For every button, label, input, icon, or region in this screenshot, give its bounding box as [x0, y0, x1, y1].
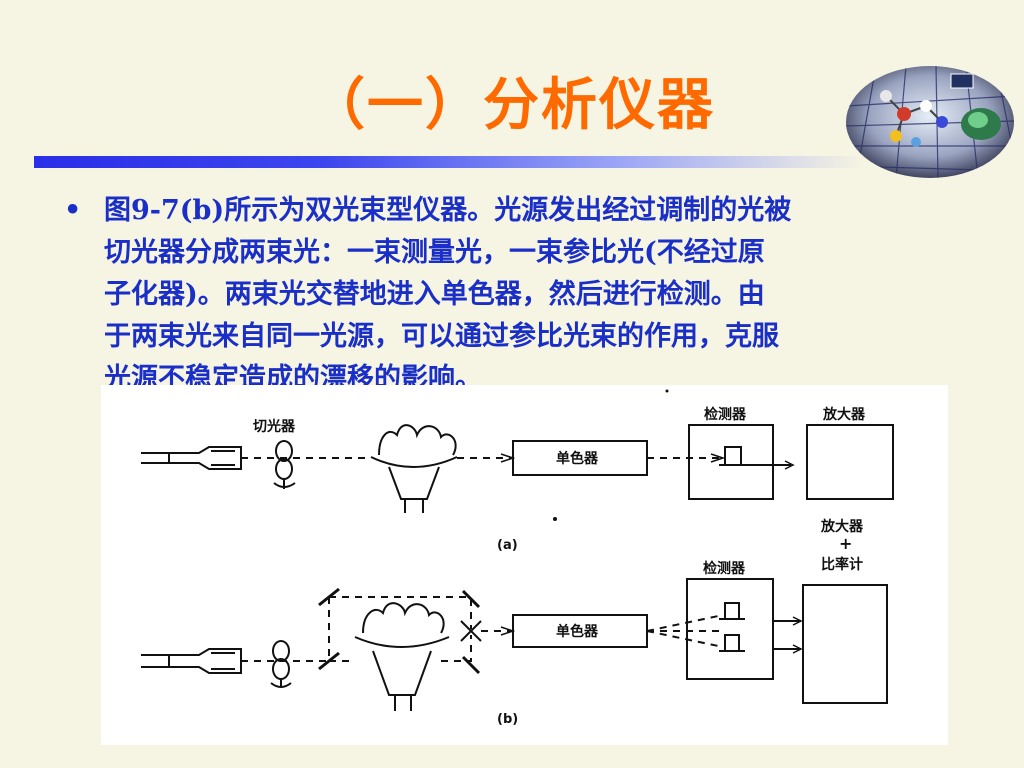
bullet-paragraph: • 图9-7(b)所示为双光束型仪器。光源发出经过调制的光被 切光器分成两束光：… — [64, 190, 964, 400]
chopper-a — [273, 440, 296, 489]
chopper-b — [270, 640, 292, 688]
amplifier-a-label: 放大器 — [822, 406, 866, 423]
bullet-line: 于两束光来自同一光源，可以通过参比光束的作用，克服 — [104, 321, 779, 352]
bullet-marker: • — [64, 195, 82, 226]
plus-sign: + — [839, 534, 852, 553]
chopper-label: 切光器 — [253, 418, 296, 435]
amplifier-b-label: 放大器 — [820, 518, 864, 535]
instrument-diagram: 切光器 单色器 检测器 放大器 (a) 放大器 + 比率计 检测器 单色器 (b… — [141, 389, 894, 727]
amplifier-a-box — [806, 424, 894, 500]
lamp-b — [141, 648, 242, 674]
flame-atomizer-a — [370, 424, 458, 513]
stray-dot — [665, 389, 669, 393]
amplifier-ratio-box — [802, 584, 888, 704]
mirror-4 — [461, 655, 481, 675]
monochromator-a-label: 单色器 — [556, 450, 599, 467]
bullet-line: 图9-7(b)所示为双光束型仪器。光源发出经过调制的光被 — [104, 195, 792, 226]
bullet-line: 切光器分成两束光：一束测量光，一束参比光(不经过原 — [104, 237, 765, 268]
instrument-diagram-figure: 切光器 单色器 检测器 放大器 (a) 放大器 + 比率计 检测器 单色器 (b… — [101, 385, 948, 745]
bullet-text: 图9-7(b)所示为双光束型仪器。光源发出经过调制的光被 切光器分成两束光：一束… — [104, 190, 964, 400]
stray-dot — [553, 517, 557, 521]
molecule-grid-image — [846, 66, 1014, 178]
ratio-meter-label: 比率计 — [821, 556, 863, 573]
detector-b-label: 检测器 — [703, 560, 746, 577]
detector-a-label: 检测器 — [704, 406, 747, 423]
monochromator-b-label: 单色器 — [556, 623, 599, 640]
monochromator-a-box — [512, 440, 648, 476]
flame-atomizer-b — [354, 602, 450, 711]
title-underline — [34, 156, 864, 168]
molecule-grid-graphic — [846, 66, 1014, 178]
bullet-line: 子化器)。两束光交替地进入单色器，然后进行检测。由 — [104, 279, 765, 310]
caption-b: (b) — [497, 712, 518, 727]
lamp-a — [141, 446, 242, 470]
detector-b-box — [686, 578, 774, 680]
slide-title: （一）分析仪器 — [309, 73, 715, 138]
caption-a: (a) — [497, 538, 518, 553]
detector-a-box — [688, 424, 774, 500]
